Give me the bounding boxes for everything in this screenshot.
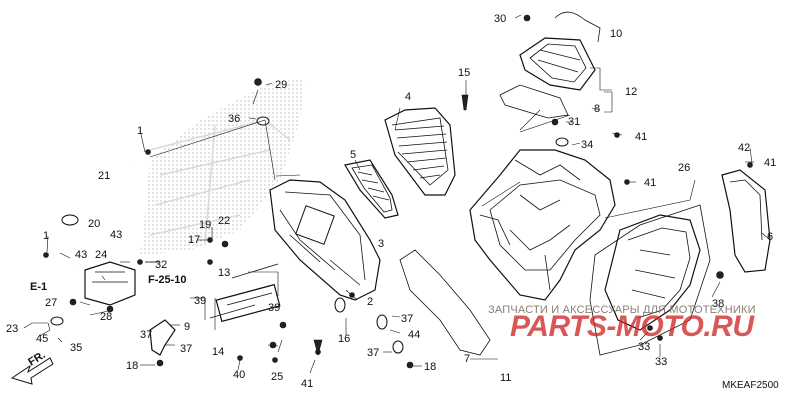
- part-label: 21: [98, 170, 110, 182]
- part-label: 41: [635, 131, 647, 143]
- reference-label: F-25-10: [148, 274, 187, 286]
- part-label: 2: [367, 296, 373, 308]
- wire-clip: [554, 11, 601, 43]
- part-label: 17: [188, 234, 200, 246]
- part-label: 37: [180, 343, 192, 355]
- part-label: 28: [100, 311, 112, 323]
- clamp-20: [61, 214, 79, 226]
- side-panel: [721, 169, 771, 273]
- part-label: 6: [767, 231, 773, 243]
- part-label: 15: [458, 67, 470, 79]
- part-label: 4: [405, 91, 411, 103]
- part-label: 13: [218, 267, 230, 279]
- part-label: 44: [408, 329, 420, 341]
- part-label: 41: [301, 378, 313, 390]
- part-label: 32: [155, 259, 167, 271]
- element-ring: [344, 159, 399, 219]
- part-label: 37: [140, 329, 152, 341]
- part-label: 42: [738, 142, 750, 154]
- sensor-body: [84, 261, 136, 306]
- front-direction-arrow: [10, 357, 54, 385]
- part-label: 10: [610, 28, 622, 40]
- part-label: 7: [464, 353, 470, 365]
- part-label: 35: [70, 342, 82, 354]
- part-label: 18: [424, 361, 436, 373]
- intake-duct: [519, 37, 596, 91]
- part-label: 37: [367, 347, 379, 359]
- reference-label: E-1: [30, 281, 47, 293]
- part-label: 38: [712, 298, 724, 310]
- part-label: 5: [350, 149, 356, 161]
- cover-bracket-outline: [589, 204, 711, 356]
- part-label: 40: [233, 369, 245, 381]
- part-label: 12: [625, 86, 637, 98]
- part-label: 16: [338, 333, 350, 345]
- part-label: 29: [275, 79, 287, 91]
- part-label: 22: [218, 215, 230, 227]
- part-label: 39: [268, 302, 280, 314]
- reed-valve: [209, 263, 281, 323]
- part-label: 27: [45, 297, 57, 309]
- part-label: 36: [228, 113, 240, 125]
- part-label: 19: [199, 219, 211, 231]
- part-label: 9: [184, 321, 190, 333]
- watermark-text: ЗАПЧАСТИ И АКСЕССУАРЫ ДЛЯ МОТОТЕХНИКИ: [488, 304, 756, 316]
- part-label: 37: [401, 313, 413, 325]
- part-label: 18: [126, 360, 138, 372]
- gasket: [499, 84, 569, 119]
- part-label: 33: [655, 356, 667, 368]
- part-number-labels: 1 1 2 3 4 5 6 7 8 9 10 11 12 13 14 15 16…: [6, 13, 776, 390]
- part-label: 45: [36, 333, 48, 345]
- small-fasteners: [43, 14, 753, 369]
- air-filter-element: [384, 107, 456, 196]
- side-cover: [604, 214, 701, 331]
- part-label: 41: [644, 177, 656, 189]
- figure-code: MKEAF2500: [722, 380, 779, 391]
- part-label: 3: [378, 238, 384, 250]
- housing-seal: [399, 249, 491, 356]
- part-label: 31: [568, 116, 580, 128]
- part-label: 30: [494, 13, 506, 25]
- watermark-logo: PARTS-MOTO.RU: [510, 310, 754, 343]
- part-label: 1: [137, 125, 143, 137]
- leader-lines: [23, 14, 771, 374]
- part-label: 1: [43, 230, 49, 242]
- part-label: 26: [678, 162, 690, 174]
- part-label: 25: [271, 371, 283, 383]
- part-label: 39: [194, 295, 206, 307]
- part-label: 14: [212, 346, 224, 358]
- part-label: 34: [581, 139, 593, 151]
- frame-outline: [149, 119, 291, 246]
- breather-tube-inner: [123, 163, 143, 264]
- part-label: 43: [75, 249, 87, 261]
- part-label: 33: [638, 341, 650, 353]
- part-label: 24: [95, 249, 107, 261]
- air-cleaner-case: [269, 179, 381, 301]
- part-label: 23: [6, 323, 18, 335]
- part-label: 43: [110, 229, 122, 241]
- part-label: 11: [500, 372, 511, 384]
- part-label: 20: [88, 218, 100, 230]
- part-label: 41: [764, 157, 776, 169]
- air-cleaner-housing: [469, 149, 616, 301]
- part-label: 8: [594, 103, 600, 115]
